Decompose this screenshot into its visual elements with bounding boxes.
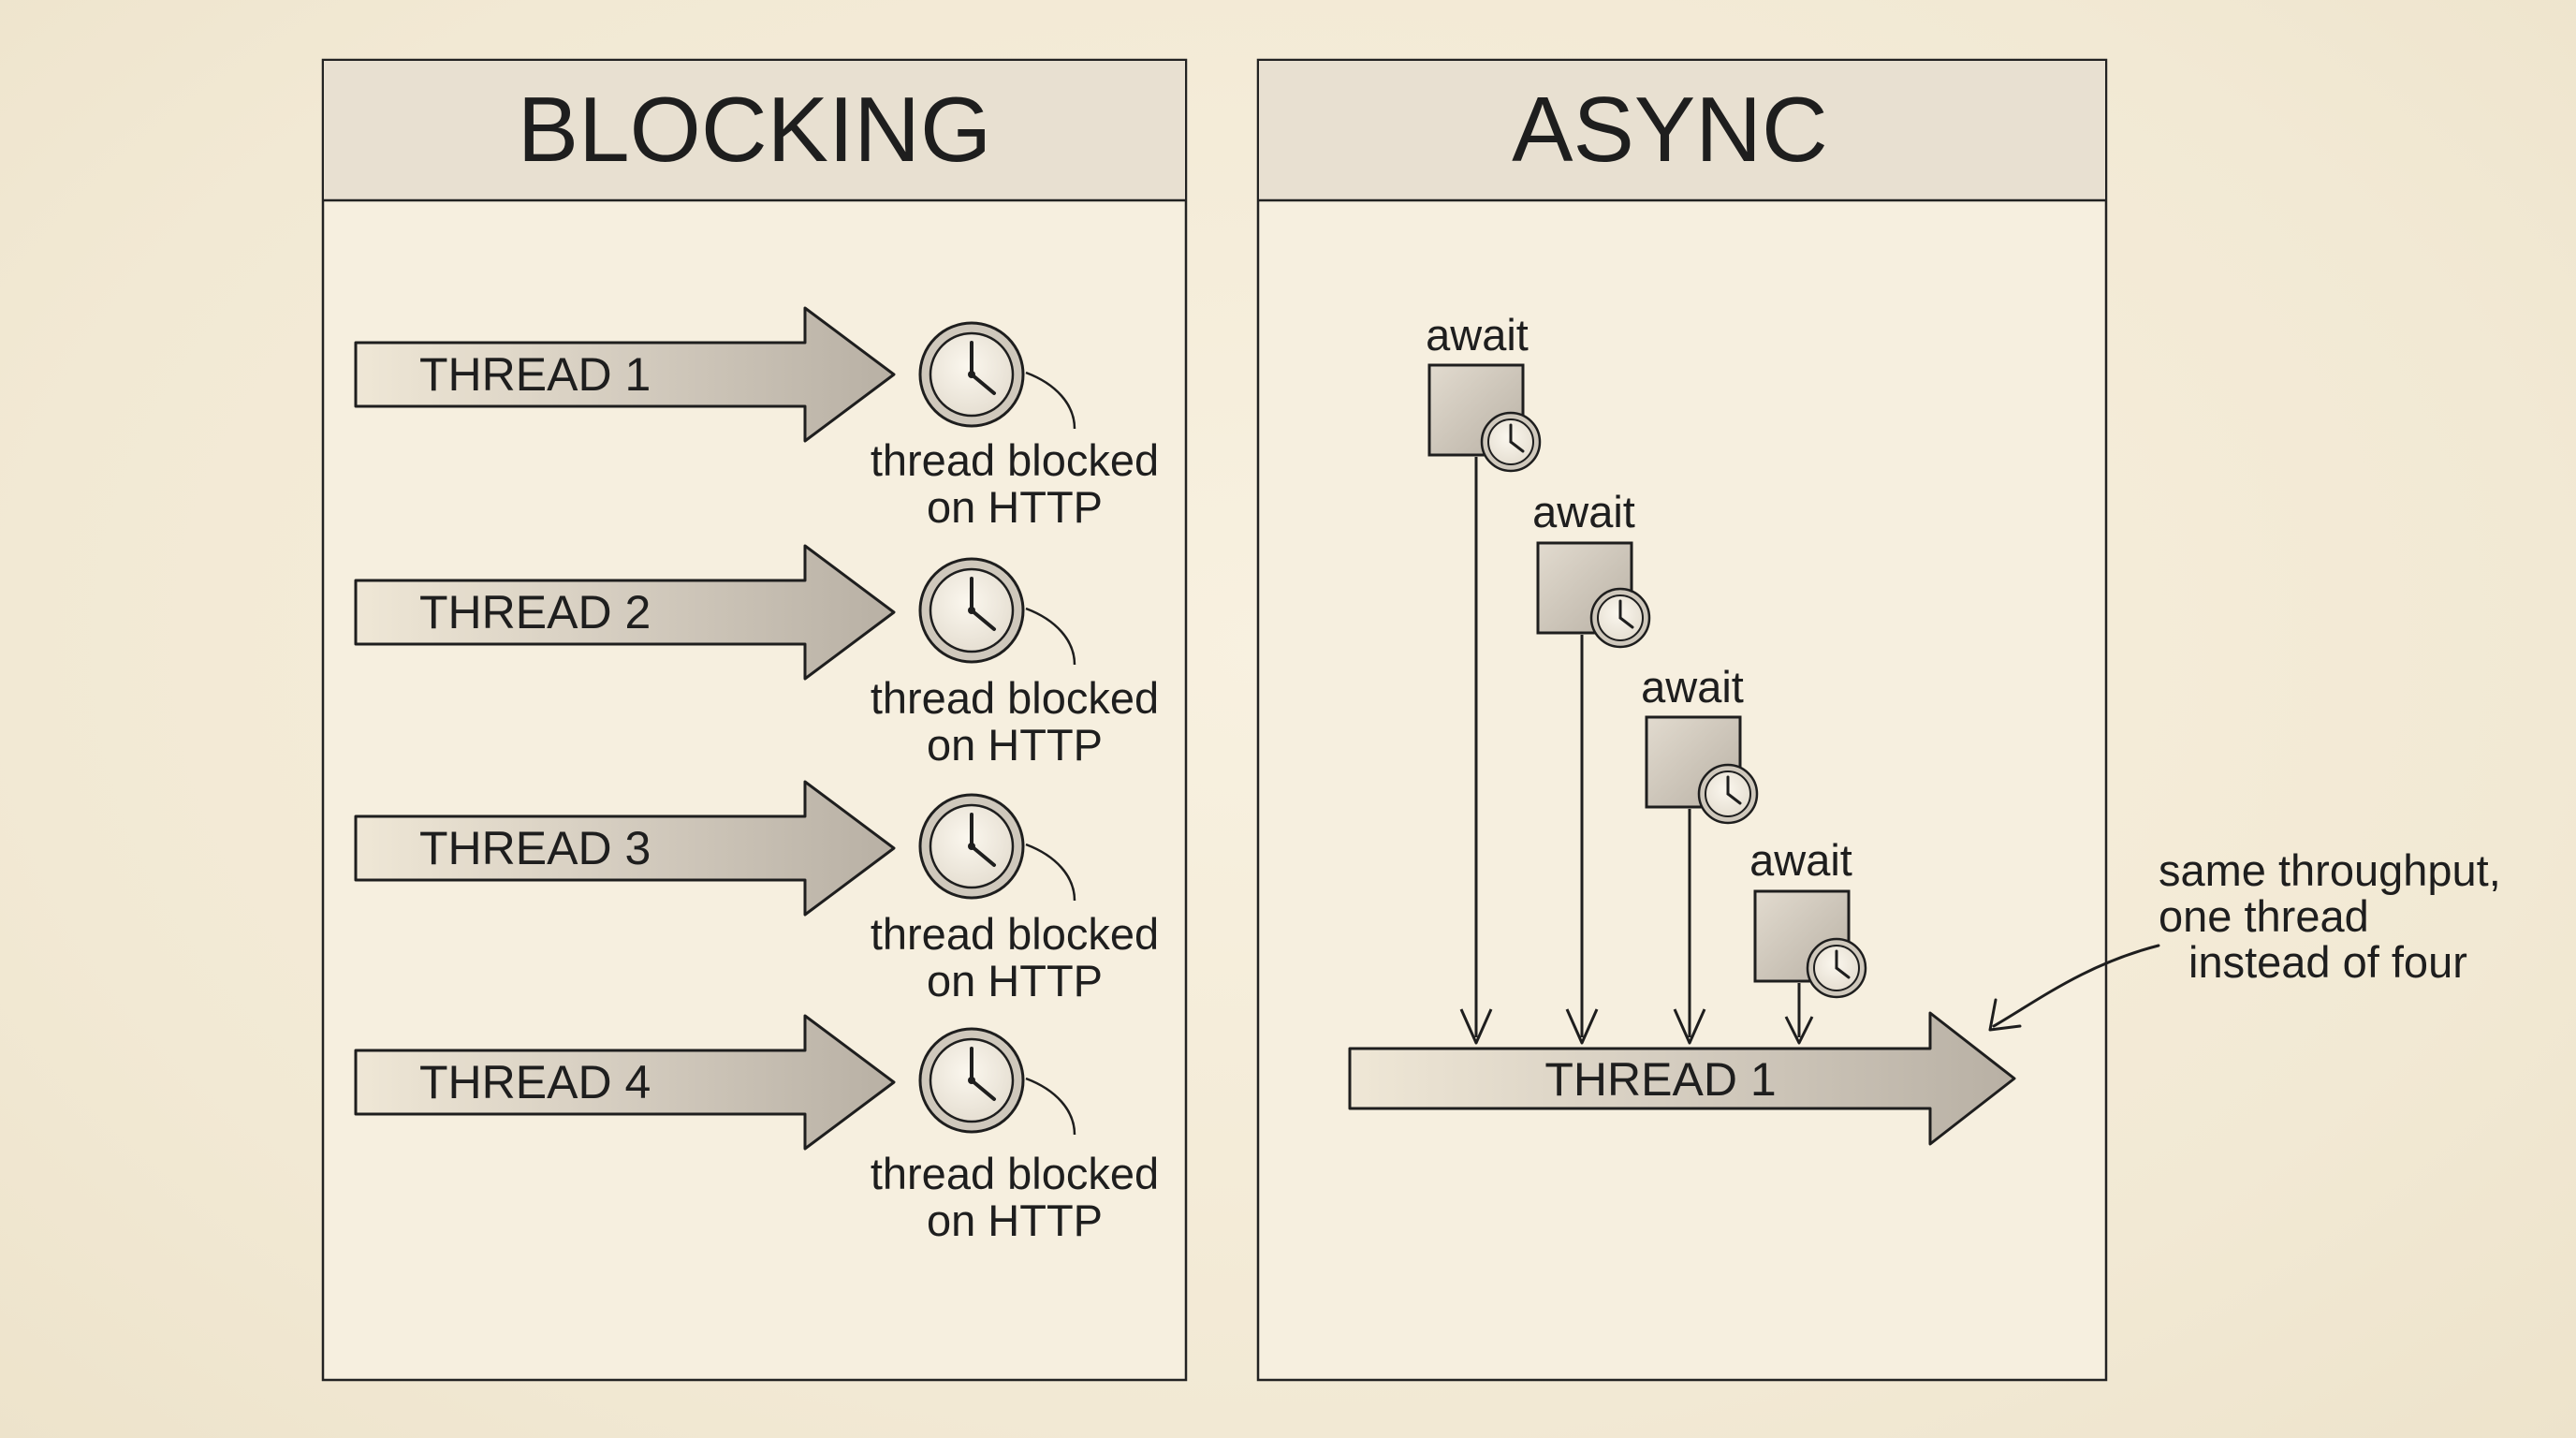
clock-icon — [918, 321, 1025, 428]
blocking-thread-row-3: THREAD 3 thread blocked on HTTP — [354, 780, 1159, 1005]
blocked-note-line2: on HTTP — [927, 1196, 1103, 1245]
clock-icon — [918, 793, 1025, 900]
await-label: await — [1532, 487, 1635, 536]
arrowhead-icon — [1673, 1008, 1706, 1045]
blocking-thread-row-1: THREAD 1 thread blocked on HTTP — [354, 306, 1159, 532]
annotation-line3: instead of four — [2188, 937, 2467, 987]
blocked-note-line1: thread blocked — [871, 909, 1159, 959]
arrowhead-icon — [1565, 1008, 1599, 1045]
await-step-3: await — [1641, 662, 1759, 1045]
note-pointer — [1025, 607, 1076, 666]
await-step-1: await — [1426, 310, 1542, 1045]
blocking-thread-row-2: THREAD 2 thread blocked on HTTP — [354, 544, 1159, 770]
blocking-panel-header — [324, 61, 1185, 199]
blocking-panel-frame — [321, 58, 1188, 1382]
blocked-note-line1: thread blocked — [871, 1149, 1159, 1198]
clock-icon — [1806, 937, 1867, 999]
blocked-note-line2: on HTTP — [927, 956, 1103, 1005]
async-thread: THREAD 1 — [1348, 1011, 2016, 1146]
annotation-pointer — [1992, 944, 2160, 1028]
clock-icon — [1589, 587, 1651, 649]
clock-icon — [918, 557, 1025, 664]
await-step-4: await — [1749, 835, 1867, 1045]
arrowhead-icon — [1988, 998, 2022, 1032]
blocked-note-line2: on HTTP — [927, 482, 1103, 532]
clock-icon — [1697, 763, 1759, 825]
thread-label: THREAD 1 — [419, 348, 651, 401]
blocking-thread-row-4: THREAD 4 thread blocked on HTTP — [354, 1014, 1159, 1245]
await-label: await — [1426, 310, 1529, 360]
async-title: ASYNC — [1512, 78, 1828, 181]
blocked-note-line1: thread blocked — [871, 435, 1159, 485]
blocking-title: BLOCKING — [518, 78, 991, 181]
await-label: await — [1641, 662, 1744, 712]
thread-arrow — [354, 780, 896, 917]
clock-icon — [918, 1027, 1025, 1134]
async-thread-arrow — [1348, 1011, 2016, 1146]
annotation-line2: one thread — [2159, 891, 2369, 941]
blocked-note-line2: on HTTP — [927, 720, 1103, 770]
thread-arrow — [354, 544, 896, 681]
thread-arrow — [354, 1014, 896, 1151]
thread-label: THREAD 3 — [419, 822, 651, 874]
arrowhead-icon — [1459, 1008, 1493, 1045]
note-pointer — [1025, 843, 1076, 902]
async-thread-label: THREAD 1 — [1544, 1053, 1776, 1106]
thread-label: THREAD 2 — [419, 586, 651, 638]
arrowhead-icon — [1784, 1016, 1814, 1045]
annotation-line1: same throughput, — [2159, 845, 2501, 895]
thread-label: THREAD 4 — [419, 1056, 651, 1108]
await-label: await — [1749, 835, 1852, 885]
blocked-note-line1: thread blocked — [871, 673, 1159, 723]
blocking-panel: BLOCKING — [321, 58, 1188, 1382]
throughput-annotation: same throughput, one thread instead of f… — [1988, 845, 2501, 1032]
note-pointer — [1025, 371, 1076, 430]
note-pointer — [1025, 1077, 1076, 1136]
thread-arrow — [354, 306, 896, 443]
async-panel-header — [1259, 61, 2105, 199]
await-step-2: await — [1532, 487, 1651, 1045]
clock-icon — [1480, 411, 1542, 473]
